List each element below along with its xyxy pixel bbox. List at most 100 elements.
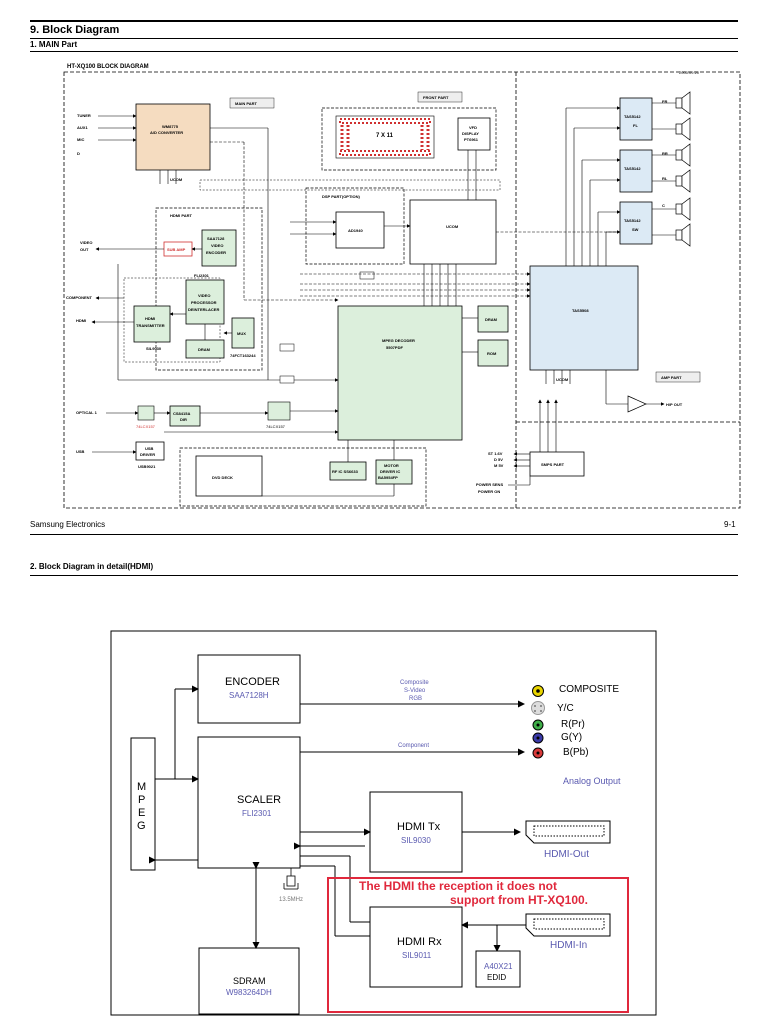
output-rpr: R(Pr)	[561, 719, 585, 730]
front-part-tag	[417, 91, 463, 103]
motor-line2: DRIVER IC	[380, 469, 400, 474]
mpeg-line1: MPEG DECODER	[382, 338, 415, 343]
hdmi-in-connector-icon	[525, 913, 611, 937]
smps-label: SMPS PART	[541, 462, 565, 467]
subtitle-rule	[30, 51, 738, 52]
ucom-block	[409, 199, 497, 265]
crystal-icon	[283, 868, 299, 890]
main-block-diagram: HT-XQ100 BLOCK DIAGRAM 2005.09.20 MAIN P…	[63, 64, 741, 509]
output-bpb: B(Pb)	[563, 747, 589, 758]
title-rule	[30, 38, 738, 39]
sub-amp-label: SUB AMP	[167, 247, 186, 252]
amp-chip-1	[619, 97, 653, 141]
signal-composite: Composite	[400, 680, 429, 686]
output-gy: G(Y)	[561, 732, 582, 743]
amp-ch-fl: FL	[633, 123, 638, 128]
amp-chip-3	[619, 201, 653, 245]
mux-chip: 74FCT163244	[230, 353, 256, 358]
input-mic: MIC	[77, 137, 84, 142]
scaler-name: SCALER	[237, 794, 281, 806]
encoder-name: ENCODER	[225, 676, 280, 688]
amp-chip-2	[619, 149, 653, 193]
svideo-jack-icon	[531, 701, 545, 715]
amp-chips: TAS5142 FL TAS5142 TAS5142 SW	[619, 97, 653, 245]
diagram-title: HT-XQ100 BLOCK DIAGRAM	[67, 64, 149, 70]
tas-ucom-label: UCOM	[556, 377, 569, 382]
top-rule	[30, 20, 738, 22]
usb-label: USB	[76, 449, 85, 454]
encoder-block	[197, 654, 301, 724]
hdmi-tx-line2: TRANSMITTER	[136, 323, 165, 328]
hdmi-out-label: HDMI-Out	[544, 849, 589, 860]
optical-label: OPTICAL 1	[76, 410, 98, 415]
diagram-frame	[63, 71, 741, 509]
optical-chip: 74LCX157	[136, 424, 156, 429]
ad-chip: WM8775	[162, 124, 179, 129]
amp-channel-labels: FR RR RL C	[662, 99, 668, 208]
crystal-label: 13.5MHz	[279, 897, 303, 903]
vproc-line3: DEINTERLACER	[188, 307, 219, 312]
tas5508-label: TAS5508	[572, 308, 589, 313]
smps-block	[529, 451, 585, 477]
vproc-line1: VIDEO	[198, 293, 210, 298]
sdram-name: SDRAM	[233, 976, 266, 986]
dir-block	[169, 405, 201, 427]
edid-chip: A40X21	[484, 962, 513, 971]
hdmi-rx-chip: SIL9011	[402, 951, 432, 960]
subsection-title: 1. MAIN Part	[30, 40, 78, 49]
output-yc: Y/C	[557, 703, 574, 714]
sdram-block	[198, 947, 300, 1015]
smps-in-1: ST 1.6V	[488, 451, 503, 456]
hdmi-tx-chip: SIL9030	[401, 836, 431, 845]
amp-ch-rr: RR	[662, 151, 668, 156]
analog-output-label: Analog Output	[563, 776, 621, 786]
usb-driver-chip: USB9021	[138, 464, 156, 469]
dsp-chip: AD1940	[348, 228, 363, 233]
note-line2: support from HT-XQ100.	[450, 893, 588, 907]
mpeg-letter-p: P	[138, 794, 145, 806]
ad-converter-block	[135, 103, 211, 171]
video-encoder-block	[201, 229, 237, 267]
mpeg-line2: 5507PDF	[386, 345, 403, 350]
hdmi-part-frame	[155, 207, 263, 371]
input-aux1: AUX1	[77, 125, 88, 130]
not-supported-frame	[327, 877, 629, 1013]
usb-driver-line2: DRIVER	[140, 452, 155, 457]
video-out-1: VIDEO	[80, 240, 92, 245]
output-composite: COMPOSITE	[559, 684, 619, 695]
video-out-2: OUT	[80, 247, 89, 252]
dvd-deck-label: DVD DECK	[212, 475, 233, 480]
edid-name: EDID	[487, 973, 506, 982]
amp-chip-3-label: TAS5142	[624, 218, 641, 223]
main-part-tag	[229, 97, 275, 109]
hdmi-tx-chip: SIL9030	[146, 346, 162, 351]
footer-company: Samsung Electronics	[30, 520, 106, 529]
vproc-line2: PROCESSOR	[191, 300, 217, 305]
smps-power-lines	[538, 399, 558, 452]
hp-amp	[627, 395, 647, 413]
ucom-label: UCOM	[446, 224, 459, 229]
encoder-chip: SAA7128H	[229, 691, 269, 700]
amp-to-speaker-lines	[652, 102, 676, 236]
usb-driver-block	[135, 441, 165, 461]
amp-chip-2-label: TAS5142	[624, 166, 641, 171]
hp-out-label: H/P OUT	[666, 402, 683, 407]
hdmi-part-label: HDMI PART	[170, 213, 192, 218]
input-tuner: TUNER	[77, 113, 91, 118]
rf-chip: RF IC SS6633	[332, 469, 359, 474]
hdmi-in-label: HDMI-In	[550, 940, 587, 951]
optical-switch	[137, 405, 155, 421]
speakers	[675, 91, 691, 247]
hdmi-dram-label: DRAM	[198, 347, 211, 352]
led-matrix-dots	[339, 118, 431, 156]
rom-block	[477, 339, 509, 367]
usb-driver-line1: USB	[145, 446, 154, 451]
amp-part-tag	[655, 371, 701, 383]
smps-in-3: M 5V	[494, 463, 504, 468]
ucom-small-label: UCOM	[170, 177, 183, 182]
smps-inputs: ST 1.6V D 5V M 5V POWER SENS POWER ON	[476, 451, 531, 494]
component-signal-label: Component	[398, 743, 429, 749]
component-label: COMPONENT	[66, 295, 93, 300]
diagram-date: 2005.09.20	[679, 70, 700, 75]
vfd-line2: DISPLAY	[462, 131, 479, 136]
